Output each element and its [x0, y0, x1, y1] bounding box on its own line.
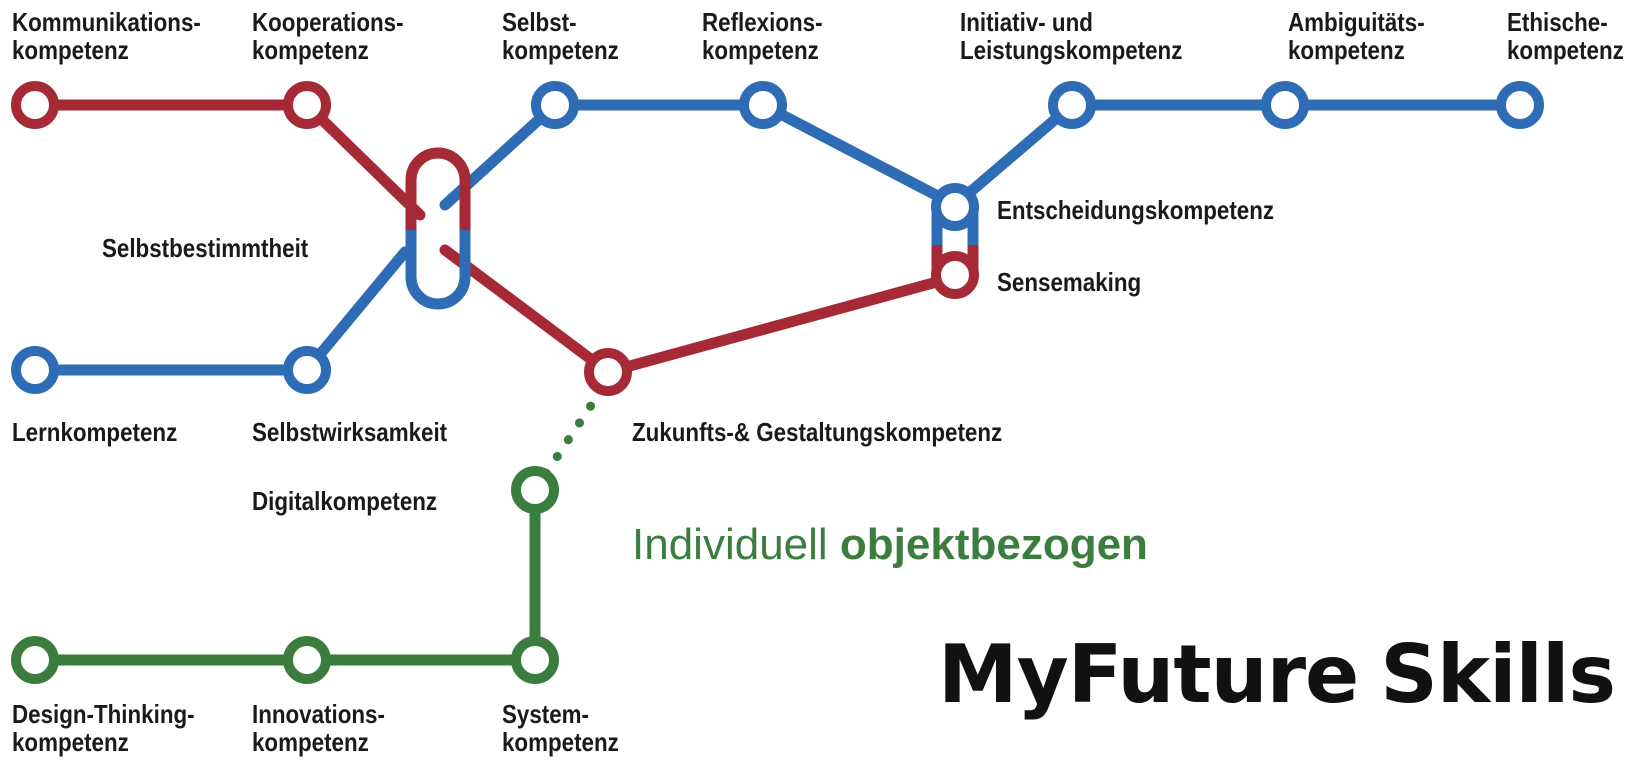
label-design: Design-Thinking- kompetenz	[12, 700, 195, 756]
label-design-line1: Design-Thinking-	[12, 699, 195, 729]
label-digital: Digitalkompetenz	[252, 487, 437, 515]
label-kooperation-line1: Kooperations-	[252, 7, 404, 37]
label-initiativ-line1: Initiativ- und	[960, 7, 1093, 37]
station-design	[11, 636, 59, 684]
label-innovation-line1: Innovations-	[252, 699, 385, 729]
label-reflexion-line2: kompetenz	[702, 35, 819, 65]
label-ethisch-line1: Ethische-	[1507, 7, 1608, 37]
label-kommunikation-line1: Kommunikations-	[12, 7, 201, 37]
station-lern	[11, 346, 59, 394]
station-selbstwirksamkeit	[283, 346, 331, 394]
label-zukunft: Zukunfts-& Gestaltungskompetenz	[632, 418, 1002, 446]
station-entscheidung	[931, 183, 979, 231]
blue-segment-selbstwirksamkeit-selbstbestimmtheit	[301, 246, 411, 376]
label-reflexion: Reflexions- kompetenz	[702, 8, 823, 64]
station-ambiguitaet	[1261, 81, 1309, 129]
green-line	[29, 387, 605, 666]
label-kooperation-line2: kompetenz	[252, 35, 369, 65]
label-zukunft-text: Zukunfts-& Gestaltungskompetenz	[632, 417, 1003, 447]
station-initiativ	[1048, 81, 1096, 129]
station-kooperation	[283, 81, 331, 129]
label-design-line2: kompetenz	[12, 727, 129, 757]
label-system: System- kompetenz	[502, 700, 619, 756]
legend-regular-text: Individuell	[632, 520, 840, 569]
station-sensemaking	[931, 251, 979, 299]
red-segment-selbstbestimmtheit-zukunft	[439, 244, 614, 378]
label-initiativ: Initiativ- und Leistungskompetenz	[960, 8, 1182, 64]
legend-bold-text: objektbezogen	[839, 520, 1148, 569]
green-line-legend: Individuell objektbezogen	[632, 520, 1148, 570]
label-lern-text: Lernkompetenz	[12, 417, 178, 447]
station-zukunft	[584, 348, 632, 396]
interchange-blue-half	[405, 230, 471, 310]
selbstbestimmtheit-interchange	[405, 147, 471, 310]
label-selbst-line2: kompetenz	[502, 35, 619, 65]
red-segment-zukunft-sensemaking	[602, 271, 961, 378]
label-kommunikation: Kommunikations- kompetenz	[12, 8, 201, 64]
station-reflexion	[739, 81, 787, 129]
label-system-line1: System-	[502, 699, 589, 729]
label-ethisch: Ethische- kompetenz	[1507, 8, 1624, 64]
station-selbst	[531, 81, 579, 129]
label-ambiguitaet: Ambiguitäts- kompetenz	[1288, 8, 1425, 64]
label-entscheidung: Entscheidungskompetenz	[997, 196, 1274, 224]
label-digital-text: Digitalkompetenz	[252, 486, 438, 516]
label-sensemaking-text: Sensemaking	[997, 267, 1142, 297]
red-segment-kooperation-selbstbestimmtheit	[301, 99, 426, 221]
station-ethisch	[1496, 81, 1544, 129]
blue-segment-reflexion-entscheidung	[757, 99, 961, 211]
label-system-line2: kompetenz	[502, 727, 619, 757]
label-innovation: Innovations- kompetenz	[252, 700, 385, 756]
label-selbstbestimmtheit-text: Selbstbestimmtheit	[102, 233, 309, 263]
label-ethisch-line2: kompetenz	[1507, 35, 1624, 65]
label-lern: Lernkompetenz	[12, 418, 177, 446]
label-selbst: Selbst- kompetenz	[502, 8, 619, 64]
station-system	[511, 636, 559, 684]
label-ambiguitaet-line1: Ambiguitäts-	[1288, 7, 1425, 37]
label-innovation-line2: kompetenz	[252, 727, 369, 757]
brand-word-1: MyFuture	[938, 628, 1359, 721]
label-selbstwirksamkeit: Selbstwirksamkeit	[252, 418, 447, 446]
label-sensemaking: Sensemaking	[997, 268, 1141, 296]
label-selbstbestimmtheit: Selbstbestimmtheit	[102, 234, 308, 262]
stations	[11, 81, 1544, 684]
station-kommunikation	[11, 81, 59, 129]
label-ambiguitaet-line2: kompetenz	[1288, 35, 1405, 65]
label-initiativ-line2: Leistungskompetenz	[960, 35, 1183, 65]
label-kooperation: Kooperations- kompetenz	[252, 8, 404, 64]
label-entscheidung-text: Entscheidungskompetenz	[997, 195, 1275, 225]
interchange-red-half	[405, 147, 471, 230]
station-digital	[511, 466, 559, 514]
label-selbst-line1: Selbst-	[502, 7, 577, 37]
blue-segment-entscheidung-initiativ	[949, 99, 1078, 211]
brand-word-2: Skills	[1380, 628, 1616, 721]
label-reflexion-line1: Reflexions-	[702, 7, 823, 37]
label-kommunikation-line2: kompetenz	[12, 35, 129, 65]
station-innovation	[283, 636, 331, 684]
label-selbstwirksamkeit-text: Selbstwirksamkeit	[252, 417, 448, 447]
red-line	[29, 99, 961, 378]
